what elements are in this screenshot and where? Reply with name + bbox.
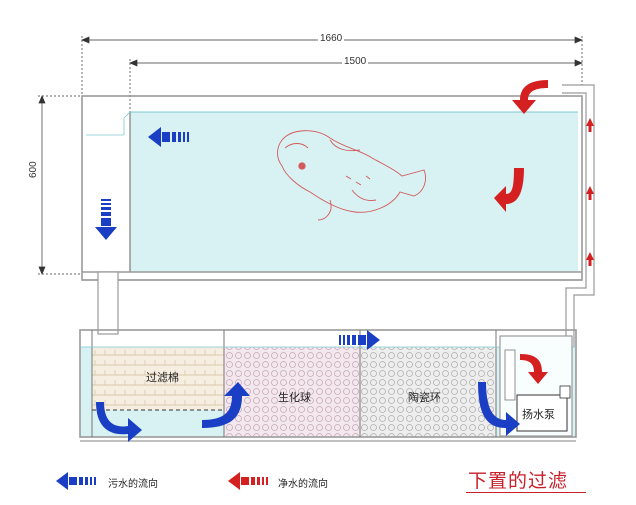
clean-arrow-up-1 bbox=[586, 118, 594, 126]
return-pipe bbox=[562, 84, 595, 385]
dirty-arrow-curve-2 bbox=[202, 382, 250, 428]
clean-flow-arrows bbox=[228, 80, 594, 490]
dimension-width-outer: 1660 bbox=[318, 33, 345, 44]
dirty-arrow-sump bbox=[339, 330, 380, 350]
clean-arrow-up-2 bbox=[586, 186, 594, 194]
dirty-arrow-overflow bbox=[95, 199, 117, 240]
dirty-flow-arrows bbox=[56, 127, 520, 490]
diagram-title: 下置的过滤 bbox=[468, 470, 569, 492]
legend-clean-label: 净水的流向 bbox=[278, 479, 328, 490]
zone-label-filter-cotton: 过滤棉 bbox=[146, 372, 179, 384]
display-tank bbox=[81, 95, 583, 281]
dirty-arrow-curve-3 bbox=[478, 382, 520, 436]
dirty-arrow-tank bbox=[148, 127, 189, 147]
sump-tank bbox=[79, 329, 577, 442]
legend-clean-arrow bbox=[228, 472, 268, 490]
zone-label-bio-balls: 生化球 bbox=[278, 392, 311, 404]
dimension-width-inner: 1500 bbox=[342, 56, 369, 67]
clean-arrow-curve-pump bbox=[520, 354, 548, 384]
clean-arrow-curve-right bbox=[494, 168, 524, 212]
zone-label-ceramic-rings: 陶瓷环 bbox=[408, 392, 441, 404]
clean-arrow-curve-top bbox=[512, 80, 548, 114]
dimension-height: 600 bbox=[28, 159, 39, 180]
dirty-arrow-curve-1 bbox=[96, 402, 142, 442]
fish-illustration bbox=[277, 130, 426, 221]
clean-arrow-up-3 bbox=[586, 252, 594, 260]
legend-dirty-label: 污水的流向 bbox=[108, 479, 158, 490]
zone-label-pump: 扬水泵 bbox=[522, 409, 555, 421]
title-underline bbox=[466, 492, 586, 493]
legend-dirty-arrow bbox=[56, 472, 96, 490]
dimension-lines bbox=[38, 36, 583, 275]
drain-pipe bbox=[97, 271, 119, 335]
